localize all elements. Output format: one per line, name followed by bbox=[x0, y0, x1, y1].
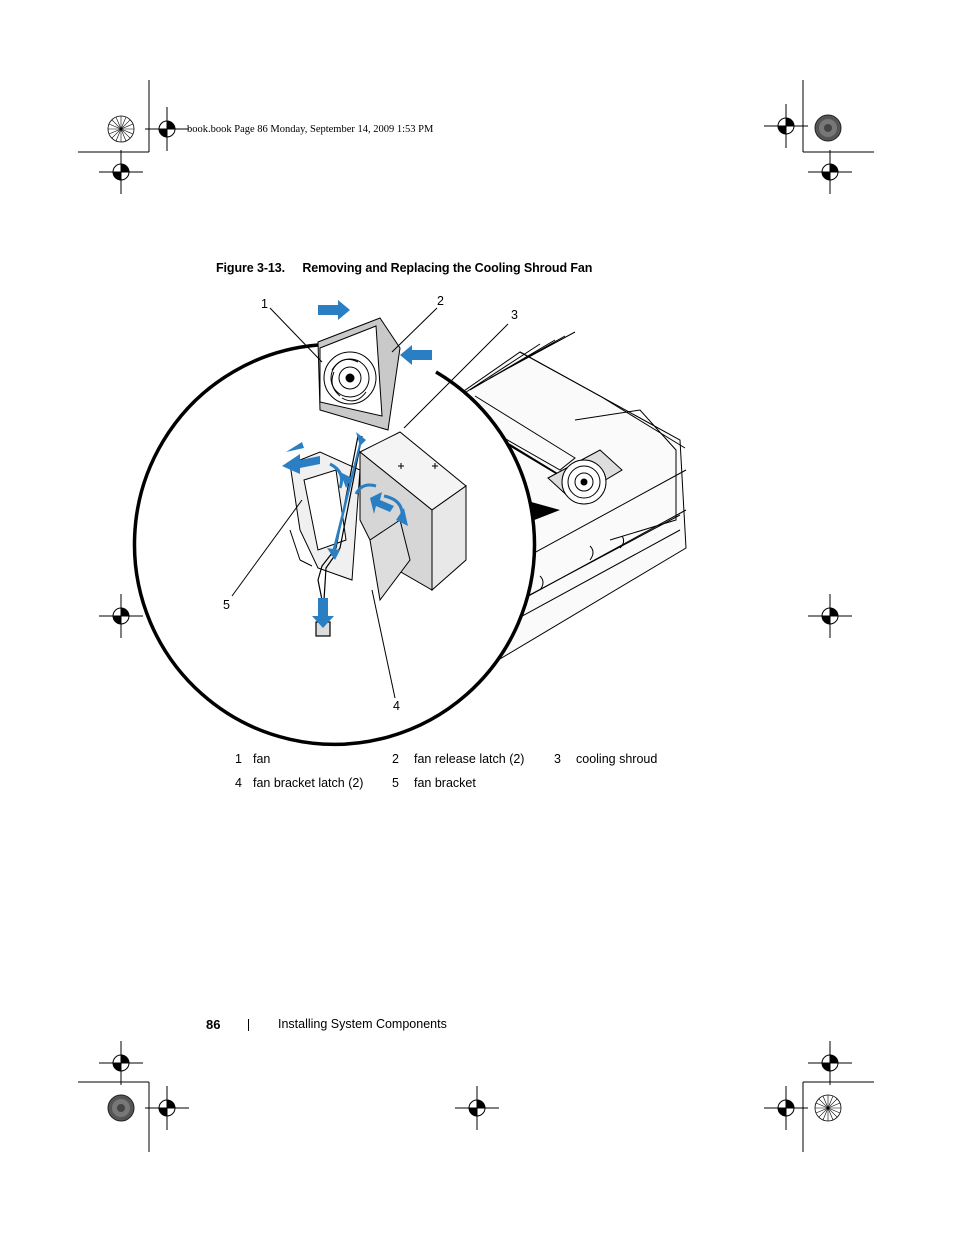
page-number: 86 bbox=[206, 1017, 221, 1032]
legend-num-4: 4 bbox=[235, 776, 242, 790]
legend-num-2: 2 bbox=[392, 752, 399, 766]
figure-number: Figure 3-13. bbox=[216, 261, 285, 275]
callout-4: 4 bbox=[393, 699, 400, 713]
legend-label-5: fan bracket bbox=[414, 776, 476, 790]
figure-caption: Figure 3-13. Removing and Replacing the … bbox=[216, 261, 592, 275]
callout-2: 2 bbox=[437, 294, 444, 308]
book-meta-header: book.book Page 86 Monday, September 14, … bbox=[187, 124, 434, 135]
figure-title: Removing and Replacing the Cooling Shrou… bbox=[302, 261, 593, 275]
callout-1: 1 bbox=[261, 297, 268, 311]
footer-section-title: Installing System Components bbox=[278, 1017, 447, 1031]
legend-label-2: fan release latch (2) bbox=[414, 752, 525, 766]
legend-num-1: 1 bbox=[235, 752, 242, 766]
leader-lines bbox=[231, 307, 509, 699]
footer-separator bbox=[248, 1019, 249, 1031]
legend-label-1: fan bbox=[253, 752, 271, 766]
legend-num-5: 5 bbox=[392, 776, 399, 790]
callout-5: 5 bbox=[223, 598, 230, 612]
legend-label-3: cooling shroud bbox=[576, 752, 658, 766]
legend-num-3: 3 bbox=[554, 752, 561, 766]
chassis-fan bbox=[547, 449, 623, 505]
callout-3: 3 bbox=[511, 308, 518, 322]
fan bbox=[317, 317, 401, 431]
legend-label-4: fan bracket latch (2) bbox=[253, 776, 364, 790]
